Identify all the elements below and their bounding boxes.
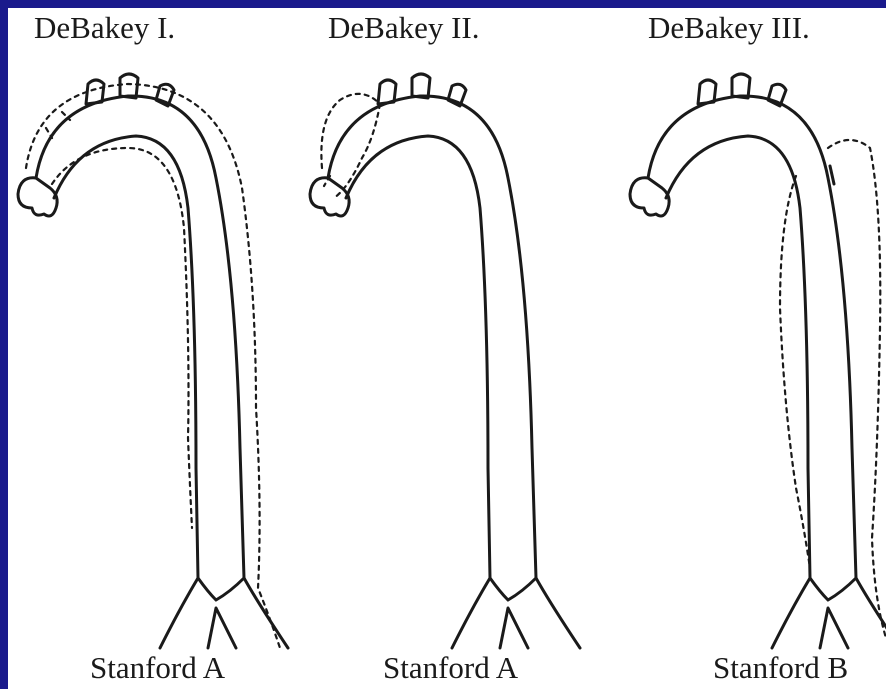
dissection-flap	[320, 92, 382, 200]
debakey-3-label: DeBakey III.	[648, 10, 810, 45]
iliac-bifurcation	[808, 576, 858, 650]
aortic-arch-vessels	[376, 72, 468, 108]
stanford-a-label-2: Stanford A	[383, 650, 519, 685]
aorta-inner-wall	[52, 134, 200, 650]
debakey-1-label: DeBakey I.	[34, 10, 176, 45]
debakey-2-label: DeBakey II.	[328, 10, 480, 45]
aorta-outer-wall	[326, 94, 582, 650]
dissection-flap	[826, 138, 886, 640]
aorta-inner-wall	[664, 134, 812, 650]
aortic-root	[628, 176, 671, 218]
stanford-b-label: Stanford B	[713, 650, 849, 685]
aortic-arch-vessels	[696, 72, 788, 108]
aorta-diagram-debakey-1	[16, 72, 290, 650]
aorta-outer-wall	[646, 94, 886, 630]
aortic-root	[308, 176, 351, 218]
stanford-a-label-1: Stanford A	[90, 650, 226, 685]
aorta-diagram-debakey-3	[628, 72, 886, 650]
iliac-bifurcation	[196, 576, 246, 650]
aorta-diagram-debakey-2	[308, 72, 582, 650]
aortic-root	[16, 176, 59, 218]
diagram-panel: DeBakey I. DeBakey II. DeBakey III. Stan…	[8, 8, 886, 689]
aorta-inner-wall	[344, 134, 492, 650]
iliac-bifurcation	[488, 576, 538, 650]
aorta-outer-wall	[34, 94, 290, 650]
